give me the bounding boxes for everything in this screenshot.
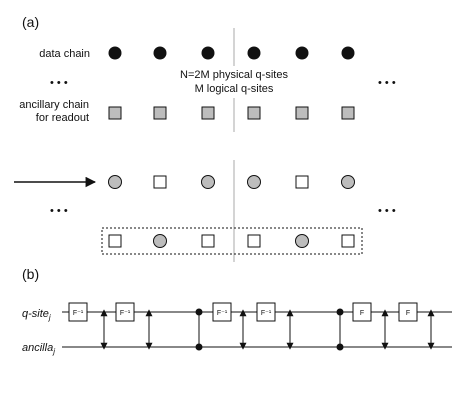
control-dot-top-10 [336,308,344,316]
lower-ancilla-site-2 [153,234,167,248]
lower-data-site-3 [201,175,215,189]
upper-ancilla-site-2 [153,106,167,120]
lower-ancilla-site-3 [201,234,215,248]
lower-ancilla-chain [108,234,355,248]
ellipsis-left-top: • • • [50,77,68,89]
lower-ancilla-site-6 [341,234,355,248]
lower-ancilla-site-4 [247,234,261,248]
fourier-gate-label-11: F [360,310,364,317]
data-site-6 [341,46,355,60]
center-text-1: N=2M physical q-sites [180,69,288,81]
circuit-elements: F⁻¹ F⁻¹ F⁻¹ F⁻¹ F F [68,302,435,351]
lower-data-site-2 [153,175,167,189]
data-site-5 [295,46,309,60]
lower-data-site-4 [247,175,261,189]
lower-ancilla-site-1 [108,234,122,248]
lower-data-chain [108,175,355,189]
data-site-3 [201,46,215,60]
ancilla-label: ancillaj [22,342,55,356]
control-dot-bottom-10 [336,343,344,351]
panel-a-label: (a) [22,14,39,30]
lower-data-site-6 [341,175,355,189]
upper-ancilla-chain [108,106,355,120]
ellipsis-right-top: • • • [378,77,396,89]
upper-ancilla-site-5 [295,106,309,120]
fourier-gate-3 [115,302,135,322]
fourier-gate-label-6: F⁻¹ [217,310,228,317]
ellipsis-left-bottom: • • • [50,205,68,217]
upper-ancilla-site-6 [341,106,355,120]
data-chain-label: data chain [39,48,90,60]
panel-b-label: (b) [22,266,39,282]
fourier-gate-1 [68,302,88,322]
upper-ancilla-site-4 [247,106,261,120]
control-dot-top-5 [195,308,203,316]
control-dot-bottom-5 [195,343,203,351]
lower-data-site-1 [108,175,122,189]
data-site-2 [153,46,167,60]
fourier-gate-8 [256,302,276,322]
ancilla-chain-label-1: ancillary chain [19,99,89,111]
center-text-2: M logical q-sites [195,83,274,95]
fourier-gate-label-1: F⁻¹ [73,310,84,317]
fourier-gate-label-8: F⁻¹ [261,310,272,317]
data-site-1 [108,46,122,60]
upper-ancilla-site-1 [108,106,122,120]
readout-box [101,227,363,255]
fourier-gate-13 [398,302,418,322]
center-text-bg [168,66,302,98]
fourier-gate-11 [352,302,372,322]
fourier-gate-6 [212,302,232,322]
qsite-label: q-sitej [22,308,51,322]
fourier-gate-label-3: F⁻¹ [120,310,131,317]
ellipsis-right-bottom: • • • [378,205,396,217]
ancilla-chain-label-2: for readout [36,112,89,124]
lower-ancilla-site-5 [295,234,309,248]
upper-ancilla-site-3 [201,106,215,120]
lower-data-site-5 [295,175,309,189]
data-site-4 [247,46,261,60]
fourier-gate-label-13: F [406,310,410,317]
